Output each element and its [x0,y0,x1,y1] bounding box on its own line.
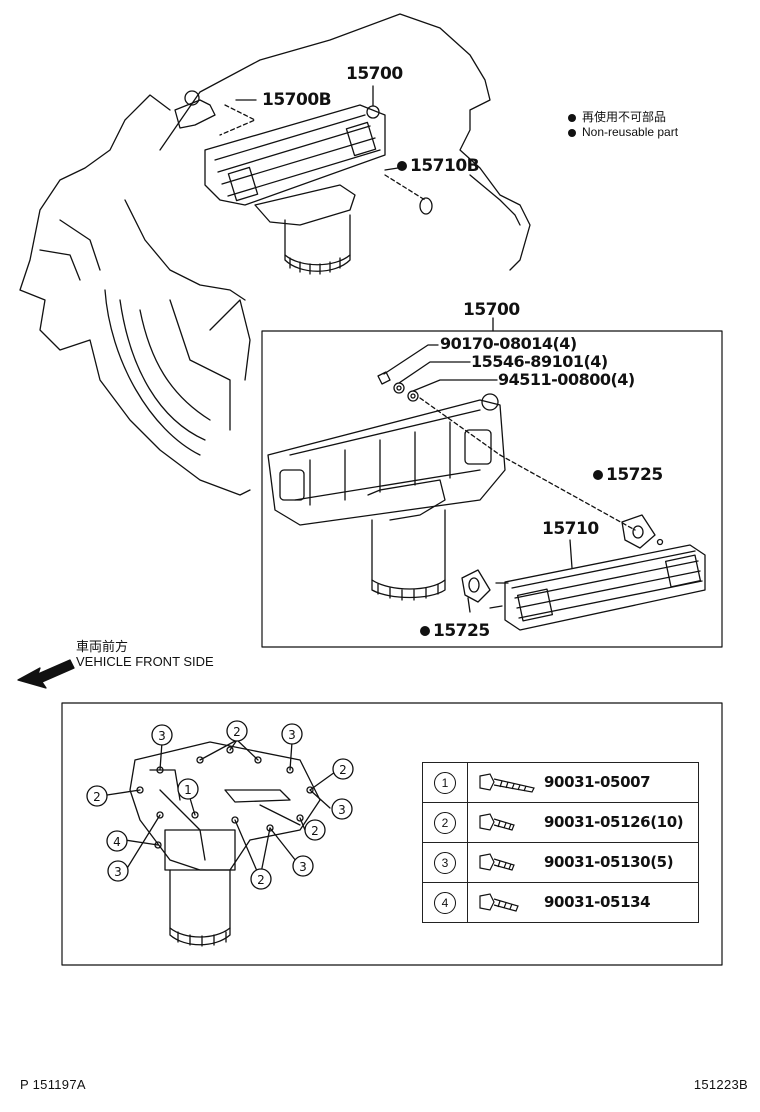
bolt-num-cell: 4 [422,882,468,923]
svg-text:3: 3 [114,865,122,879]
callout-15700B: 15700B [262,90,332,110]
bolt-number: 1 [434,771,456,794]
callout-15710B-text: 15710B [410,156,480,176]
table-row: 3 90031-05130(5) [422,842,699,883]
callout-15725-upper: 15725 [593,465,663,485]
svg-text:2: 2 [233,725,241,739]
svg-text:3: 3 [288,728,296,742]
cooler-element-15710 [489,539,706,631]
vehicle-front-en: VEHICLE FRONT SIDE [76,654,214,669]
bullet-icon [568,113,576,122]
callout-15725-upper-text: 15725 [606,465,663,485]
long-bolt-icon [479,773,535,793]
fasteners [377,344,501,456]
svg-text:2: 2 [339,763,347,777]
callout-15725-lower: 15725 [420,621,490,641]
non-reusable-dot-icon [593,470,603,480]
oil-cooler-assembly-top [174,90,521,275]
drawing-circle-labels: 3 2 3 2 2 1 3 4 2 3 3 2 [86,720,354,890]
cooler-body-exploded [267,393,506,601]
bolt-table: 1 90031-05007 2 90031-05126(10) 3 [422,762,699,923]
non-reusable-dot-icon [397,161,407,171]
bolt-part-number: 90031-05134 [544,893,651,911]
vehicle-front-arrow [17,659,75,689]
svg-text:3: 3 [158,729,166,743]
svg-text:4: 4 [113,835,121,849]
gasket-lower [461,569,491,603]
table-row: 2 90031-05126(10) [422,802,699,843]
table-row: 1 90031-05007 [422,762,699,803]
bolt-layout-drawing [106,739,336,947]
medium-bolt-icon [479,893,519,912]
bolt-number: 4 [434,891,456,914]
bullet-icon [568,128,576,137]
bolt-desc-cell: 90031-05126(10) [467,802,699,843]
bolt-part-number: 90031-05007 [544,773,651,791]
vehicle-front-jp: 車両前方 [76,639,129,654]
svg-text:1: 1 [184,783,192,797]
callout-90170: 90170-08014(4) [440,334,577,353]
bolt-desc-cell: 90031-05130(5) [467,842,699,883]
leader-15710B [384,167,399,171]
callout-15710B: 15710B [397,156,480,176]
svg-text:2: 2 [93,790,101,804]
legend-en-text: Non-reusable part [582,125,679,139]
short-bolt-icon [479,853,515,871]
bolt-num-cell: 3 [422,842,468,883]
callout-15710: 15710 [542,519,599,539]
legend-en: Non-reusable part [568,125,678,139]
non-reusable-dot-icon [420,626,430,636]
callout-94511: 94511-00800(4) [498,370,635,389]
footer-right-code: 151223B [693,1077,748,1092]
svg-text:2: 2 [311,824,319,838]
callout-15725-lower-text: 15725 [433,621,490,641]
legend-jp-text: 再使用不可部品 [582,110,667,124]
short-bolt-icon [479,813,515,831]
bolt-number: 2 [434,811,456,834]
bolt-part-number: 90031-05126(10) [544,813,684,831]
engine-outline [19,13,531,496]
bolt-diagram-frame [61,702,723,966]
bolt-num-cell: 1 [422,762,468,803]
bolt-part-number: 90031-05130(5) [544,853,674,871]
svg-text:3: 3 [299,860,307,874]
bolt-number: 3 [434,851,456,874]
exploded-view-frame [261,330,723,648]
bolt-desc-cell: 90031-05007 [467,762,699,803]
legend-jp: 再使用不可部品 [568,108,666,125]
callout-15700-box: 15700 [463,300,520,320]
svg-text:2: 2 [257,873,265,887]
callout-15546: 15546-89101(4) [471,352,608,371]
callout-15700-top: 15700 [346,64,403,84]
svg-text:3: 3 [338,803,346,817]
gasket-upper [621,514,656,549]
footer-left-code: P 151197A [20,1077,86,1092]
table-row: 4 90031-05134 [422,882,699,923]
bolt-desc-cell: 90031-05134 [467,882,699,923]
bolt-num-cell: 2 [422,802,468,843]
dash-to-gasket [499,454,636,531]
